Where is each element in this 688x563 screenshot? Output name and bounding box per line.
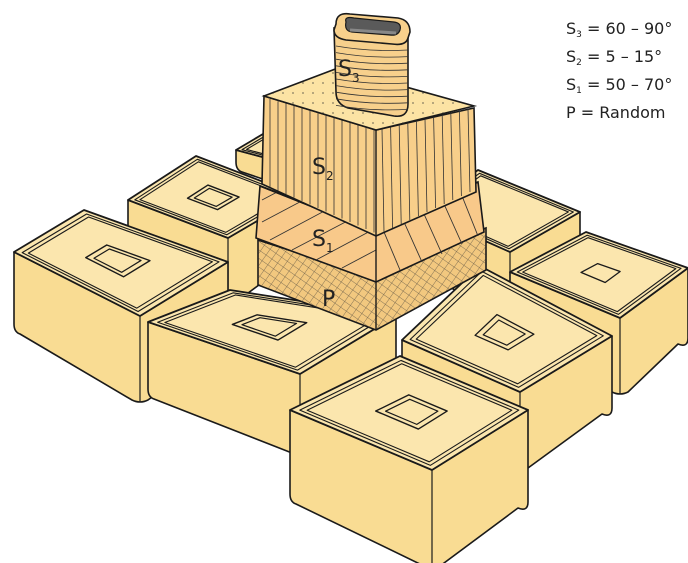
s2-hatch [398, 124, 402, 225]
grain-rim [516, 234, 682, 315]
grain-pore [231, 314, 308, 341]
s3-hatch [335, 65, 409, 71]
label-s2: S2 [312, 155, 334, 183]
grain-side [289, 409, 529, 563]
label-s1: S1 [312, 227, 334, 255]
grain-rim-inner [415, 274, 598, 385]
s2-hatch [467, 108, 471, 193]
s3-hatch [335, 85, 409, 91]
s2-hatch [390, 126, 393, 229]
grain-rim-inner [139, 161, 289, 233]
s2-hatch [407, 122, 411, 221]
s2-hatch [441, 114, 445, 205]
grain-pore [375, 394, 448, 430]
grain-pore [186, 184, 240, 211]
s2-hatch [416, 120, 419, 217]
s2-hatch [424, 118, 428, 213]
legend-row-s1: S1 = 50 – 70° [566, 75, 673, 96]
grain-pore [85, 244, 151, 278]
s3-hatch [335, 105, 409, 111]
s2-hatch [450, 112, 454, 201]
grain-rim [134, 158, 294, 236]
grain-pore-inner [384, 398, 439, 425]
layer-s3 [333, 12, 411, 118]
s3-hatch [335, 58, 409, 65]
grain-pore [580, 262, 621, 284]
grain-rim-inner [522, 237, 677, 313]
s3-hatch [335, 98, 409, 104]
grain-rim-inner [27, 216, 213, 309]
legend-row-s2: S2 = 5 – 15° [566, 47, 663, 68]
grain-rim-inner [306, 363, 513, 463]
s3-hatch [335, 72, 409, 78]
s3-hatch [335, 45, 409, 51]
grain-rim [21, 213, 220, 313]
legend-row-p: P = Random [566, 103, 666, 122]
label-s3: S3 [338, 57, 360, 85]
s2-hatch [459, 110, 462, 197]
grain-pore [474, 313, 535, 351]
legend: S3 = 60 – 90° S2 = 5 – 15° S1 = 50 – 70°… [566, 18, 672, 124]
s3-hatch [335, 78, 409, 84]
grain-pore-inner [482, 319, 526, 346]
label-p: P [322, 287, 335, 312]
grain-rim [299, 359, 520, 466]
grain-pore-inner [241, 317, 298, 337]
grain-front [289, 355, 529, 563]
grain-pore-inner [93, 248, 142, 273]
s2-hatch [381, 128, 385, 233]
s2-hatch [433, 116, 436, 209]
grain-stack: S3 S2 S1 P [255, 12, 487, 331]
grain-rim [409, 270, 604, 388]
s3-hatch [335, 91, 409, 98]
legend-row-s3: S3 = 60 – 90° [566, 19, 673, 40]
s3-hatch [335, 52, 409, 58]
grain-pore-inner [193, 187, 233, 208]
